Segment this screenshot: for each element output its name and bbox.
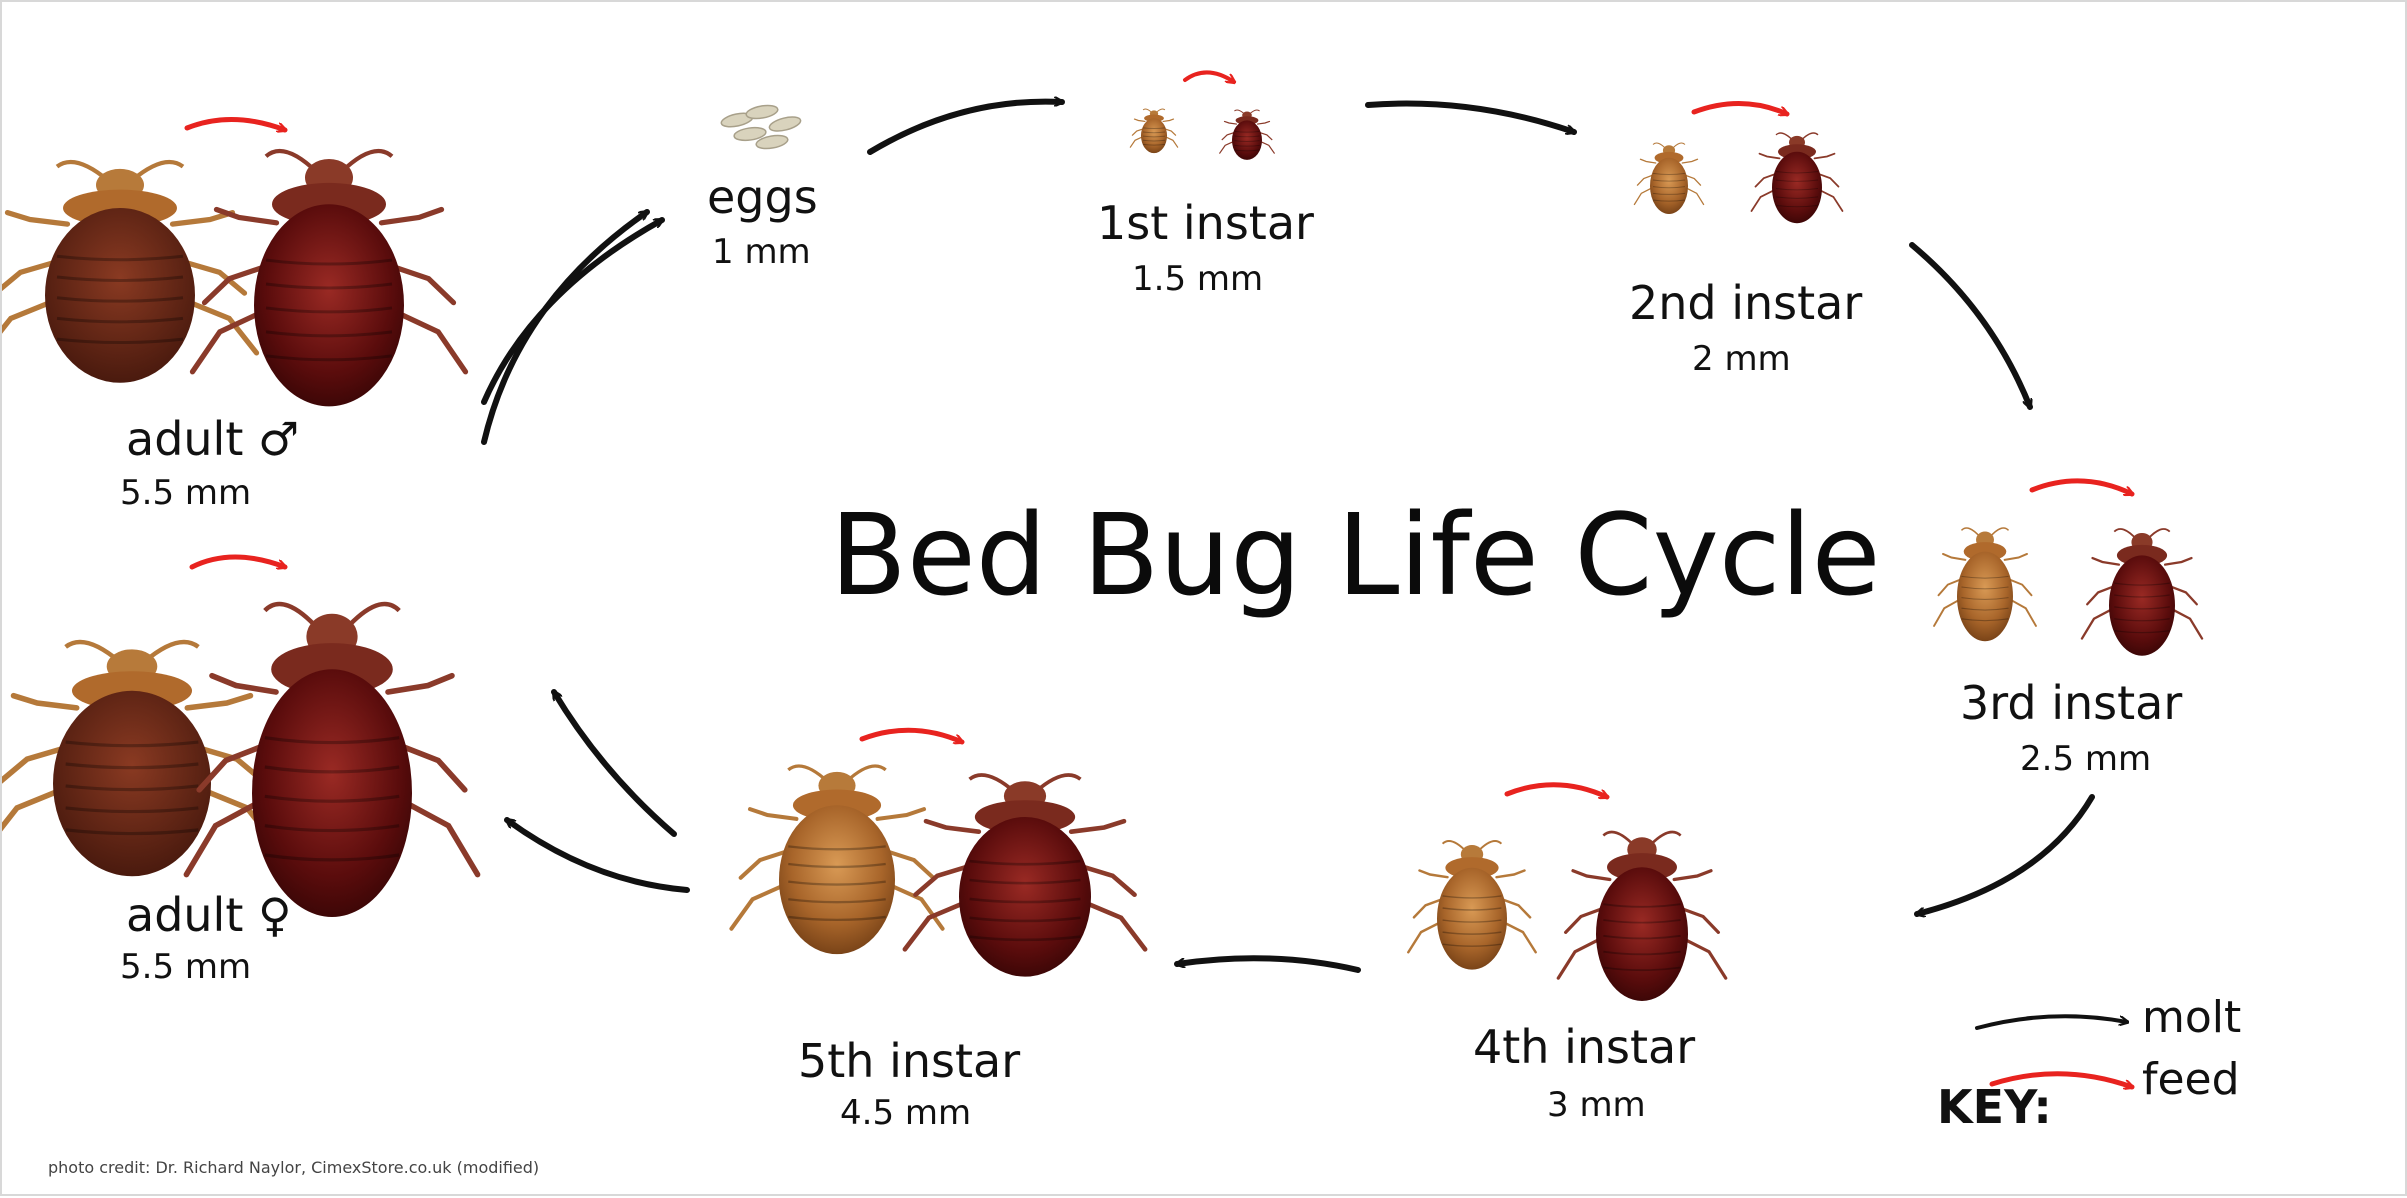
key-molt-arrow xyxy=(1977,1016,2127,1028)
feed-arrow-second-instar xyxy=(1694,103,1787,114)
fifth-instar-unfed-bug xyxy=(731,766,942,954)
molt-arrow-fourth-to-fifth xyxy=(1177,958,1358,970)
second-instar-unfed-bug xyxy=(1634,143,1703,214)
feed-arrow-fifth-instar xyxy=(862,730,962,742)
diagram-title: Bed Bug Life Cycle xyxy=(830,500,1830,612)
stage-label-third-instar: 3rd instar xyxy=(1960,680,2182,726)
fourth-instar-fed-bug xyxy=(1558,832,1725,1001)
photo-credit: photo credit: Dr. Richard Naylor, CimexS… xyxy=(48,1160,539,1176)
stage-size-fifth-instar: 4.5 mm xyxy=(840,1096,971,1130)
stage-size-fourth-instar: 3 mm xyxy=(1547,1088,1646,1122)
fourth-instar-unfed-bug xyxy=(1408,841,1535,970)
adult-male-unfed-bug xyxy=(2,162,257,383)
stage-label-fifth-instar: 5th instar xyxy=(798,1038,1020,1084)
molt-arrow-fifth-to-adult-female-2 xyxy=(507,820,687,890)
molt-arrow-adult-male-to-eggs xyxy=(484,220,662,402)
stage-size-eggs: 1 mm xyxy=(712,235,811,269)
fifth-instar-fed-bug xyxy=(905,775,1145,977)
molt-arrow-third-to-fourth xyxy=(1917,797,2092,914)
second-instar-fed-bug xyxy=(1752,133,1843,223)
key-title: KEY: xyxy=(1937,1084,2052,1130)
adult-male-fed-bug xyxy=(193,151,466,406)
first-instar-unfed-bug xyxy=(1130,109,1177,153)
feed-arrow-fourth-instar xyxy=(1507,785,1607,797)
third-instar-unfed-bug xyxy=(1934,528,2036,641)
third-instar-fed-bug xyxy=(2082,529,2202,656)
molt-arrow-fifth-to-adult-female-1 xyxy=(554,692,674,834)
molt-arrow-eggs-to-first xyxy=(870,102,1062,152)
stage-size-second-instar: 2 mm xyxy=(1692,342,1791,376)
eggs-illustration xyxy=(720,103,802,150)
molt-arrow-second-to-third xyxy=(1912,245,2030,407)
feed-arrow-third-instar xyxy=(2032,481,2132,494)
adult-female-fed-bug xyxy=(186,604,477,917)
stage-size-first-instar: 1.5 mm xyxy=(1132,262,1263,296)
feed-arrow-first-instar xyxy=(1185,72,1234,82)
feed-arrow-adult-female xyxy=(192,557,285,567)
key-molt-label: molt xyxy=(2142,996,2241,1040)
stage-label-second-instar: 2nd instar xyxy=(1629,280,1862,326)
molt-arrow-first-to-second xyxy=(1368,104,1574,132)
feed-arrow-adult-male xyxy=(187,119,285,130)
stage-size-third-instar: 2.5 mm xyxy=(2020,742,2151,776)
stage-label-first-instar: 1st instar xyxy=(1097,200,1314,246)
key-feed-label: feed xyxy=(2142,1058,2240,1102)
first-instar-fed-bug xyxy=(1220,110,1275,160)
stage-label-eggs: eggs xyxy=(707,174,818,220)
stage-size-adult-male: 5.5 mm xyxy=(120,476,251,510)
stage-label-fourth-instar: 4th instar xyxy=(1473,1024,1695,1070)
stage-label-adult-male: adult ♂ xyxy=(126,416,299,462)
stage-size-adult-female: 5.5 mm xyxy=(120,950,251,984)
stage-label-adult-female: adult ♀ xyxy=(126,892,292,938)
